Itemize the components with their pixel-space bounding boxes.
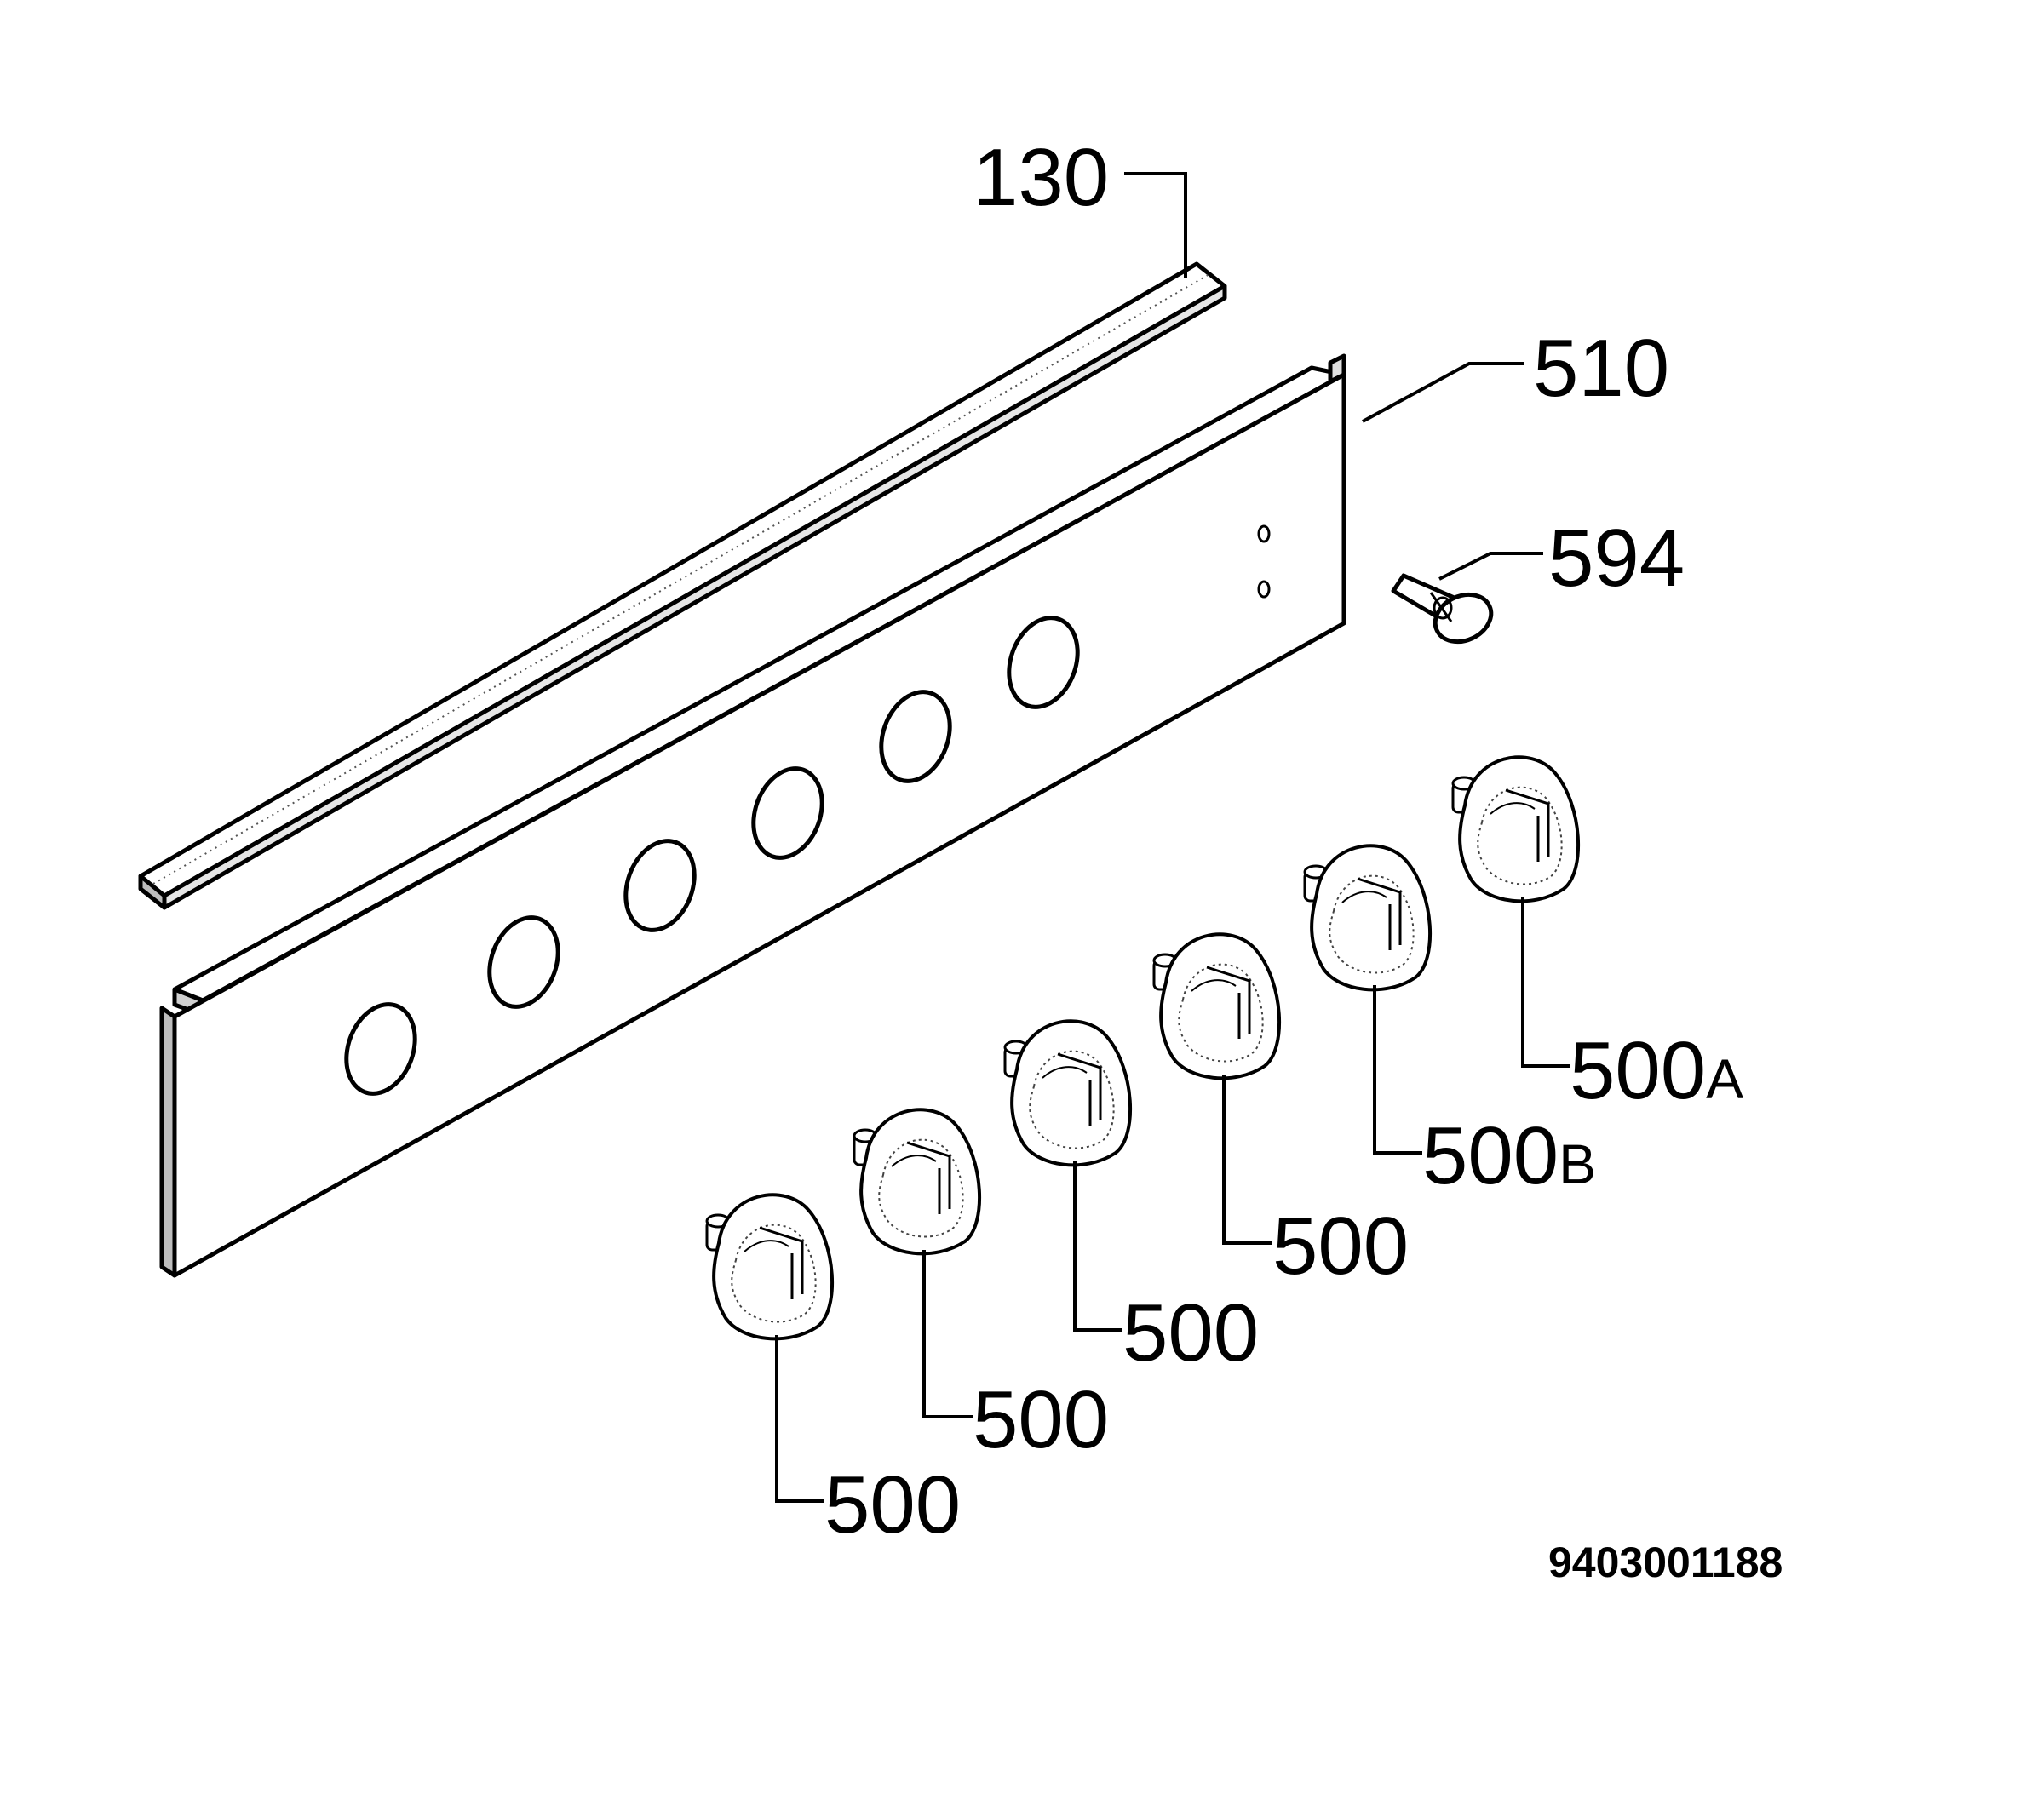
panel-hole-6 [1007, 616, 1080, 709]
callout-594: 594 [1548, 513, 1685, 604]
callout-knob-2: 500 [973, 1374, 1109, 1465]
callout-knob-6-suffix: A [1706, 1047, 1743, 1110]
panel-hole-2 [487, 915, 560, 1009]
callout-130: 130 [973, 132, 1109, 223]
control-knob-3 [1003, 1019, 1133, 1167]
lamp-hole-lower [1257, 580, 1271, 599]
callout-knob-6-base: 500 [1570, 1025, 1706, 1116]
control-knob-2 [853, 1108, 982, 1256]
leader-knob-4 [1222, 1075, 1272, 1245]
callout-knob-5: 500B [1422, 1110, 1596, 1201]
leader-knob-3 [1073, 1161, 1122, 1332]
panel-hole-5 [879, 690, 952, 783]
callout-knob-6: 500A [1570, 1025, 1743, 1116]
control-knob-6 [1451, 755, 1581, 903]
panel-hole-1 [344, 1002, 417, 1096]
leader-lines [775, 172, 1570, 1503]
document-number: 9403001188 [1548, 1539, 1783, 1586]
control-knob-1 [705, 1193, 835, 1341]
panel-hole-4 [751, 766, 824, 860]
leader-130 [1124, 172, 1187, 278]
callout-knob-4: 500 [1272, 1201, 1409, 1292]
leader-knob-1 [775, 1335, 824, 1503]
lamp-hole-upper [1257, 524, 1271, 543]
callout-knob-3: 500 [1122, 1287, 1259, 1378]
knob-layer [705, 755, 1581, 1341]
leader-knob-5 [1373, 985, 1422, 1155]
leader-510 [1362, 362, 1524, 423]
control-knob-5 [1303, 844, 1433, 992]
leader-594 [1438, 552, 1543, 581]
callout-knob-1: 500 [824, 1459, 961, 1550]
leader-knob-2 [922, 1250, 973, 1418]
indicator-lamp-594 [1391, 573, 1494, 645]
callout-knob-5-base: 500 [1422, 1110, 1559, 1201]
callout-510: 510 [1533, 323, 1669, 414]
leader-knob-6 [1521, 897, 1570, 1068]
panel-hole-3 [623, 839, 697, 932]
control-panel-510 [159, 353, 1346, 1278]
control-knob-4 [1152, 932, 1282, 1080]
callout-knob-5-suffix: B [1559, 1132, 1596, 1195]
trim-strip-130 [138, 261, 1227, 910]
callout-labels: 130 510 594 500 500 500 500 500B 500A 94… [824, 132, 1783, 1586]
